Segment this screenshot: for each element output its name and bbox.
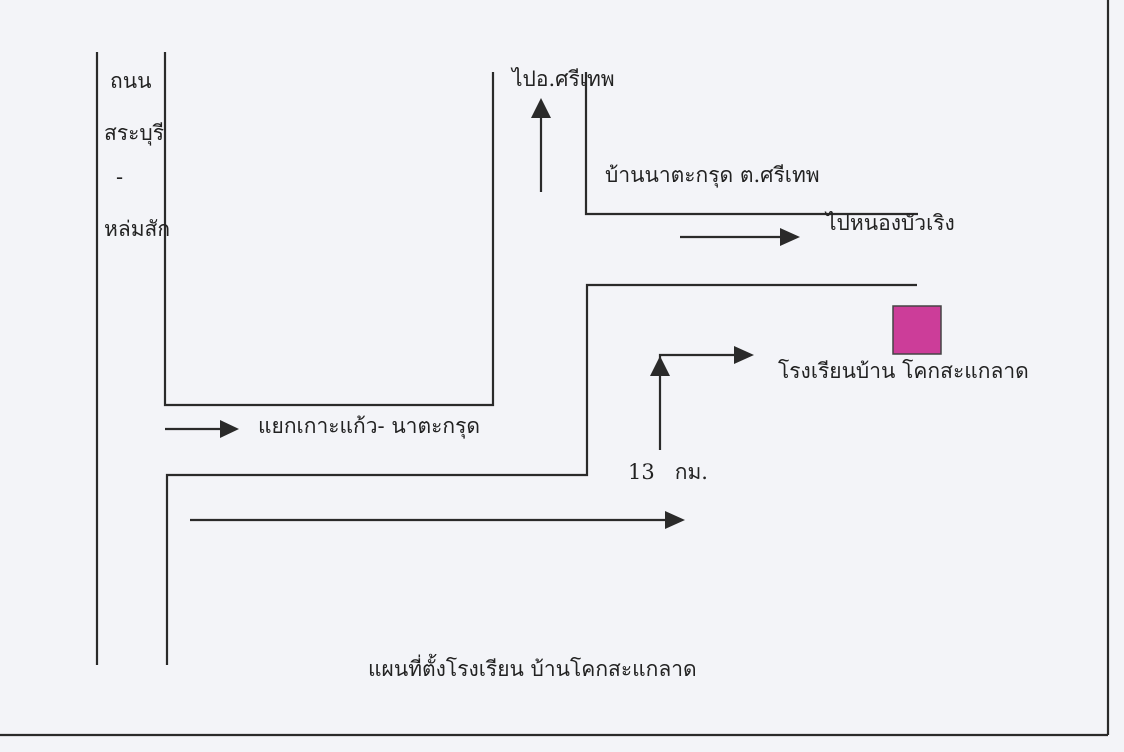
map-title: แผนที่ตั้งโรงเรียน บ้านโคกสะแกลาด (368, 654, 697, 681)
upper-left-road-edge (163, 52, 495, 407)
distance-label: 13 กม. (628, 460, 708, 484)
upper-right-road-edge (584, 72, 918, 216)
junction-label: แยกเกาะแก้ว- นาตะกรุด (258, 414, 480, 439)
turn-arrow-icon (650, 346, 754, 450)
map-labels: ถนน สระบุรี - หล่มสัก ไปอ.ศรีเทพ บ้านนาต… (104, 67, 1029, 681)
road-name-label: ถนน (110, 69, 151, 93)
ban-na-ta-krut-label: บ้านนาตะกรุด ต.ศรีเทพ (605, 163, 820, 188)
school-label: โรงเรียนบ้าน โคกสะแกลาด (778, 359, 1029, 383)
page-border (0, 0, 1110, 737)
road-name-label: - (116, 165, 123, 189)
road-name-label: สระบุรี (104, 121, 164, 146)
direction-arrows (165, 98, 800, 529)
road-name-label: หล่มสัก (104, 217, 170, 241)
arrow-up-icon (531, 98, 551, 192)
roads (95, 52, 918, 665)
to-nong-bua-roeng-label: ไปหนองบัวเริง (824, 211, 955, 235)
arrow-right-icon (680, 228, 800, 246)
lower-road-edge (165, 283, 917, 665)
arrow-right-icon (190, 511, 685, 529)
to-si-thep-label: ไปอ.ศรีเทพ (510, 67, 615, 91)
school-marker (892, 305, 942, 355)
arrow-right-icon (165, 420, 239, 438)
